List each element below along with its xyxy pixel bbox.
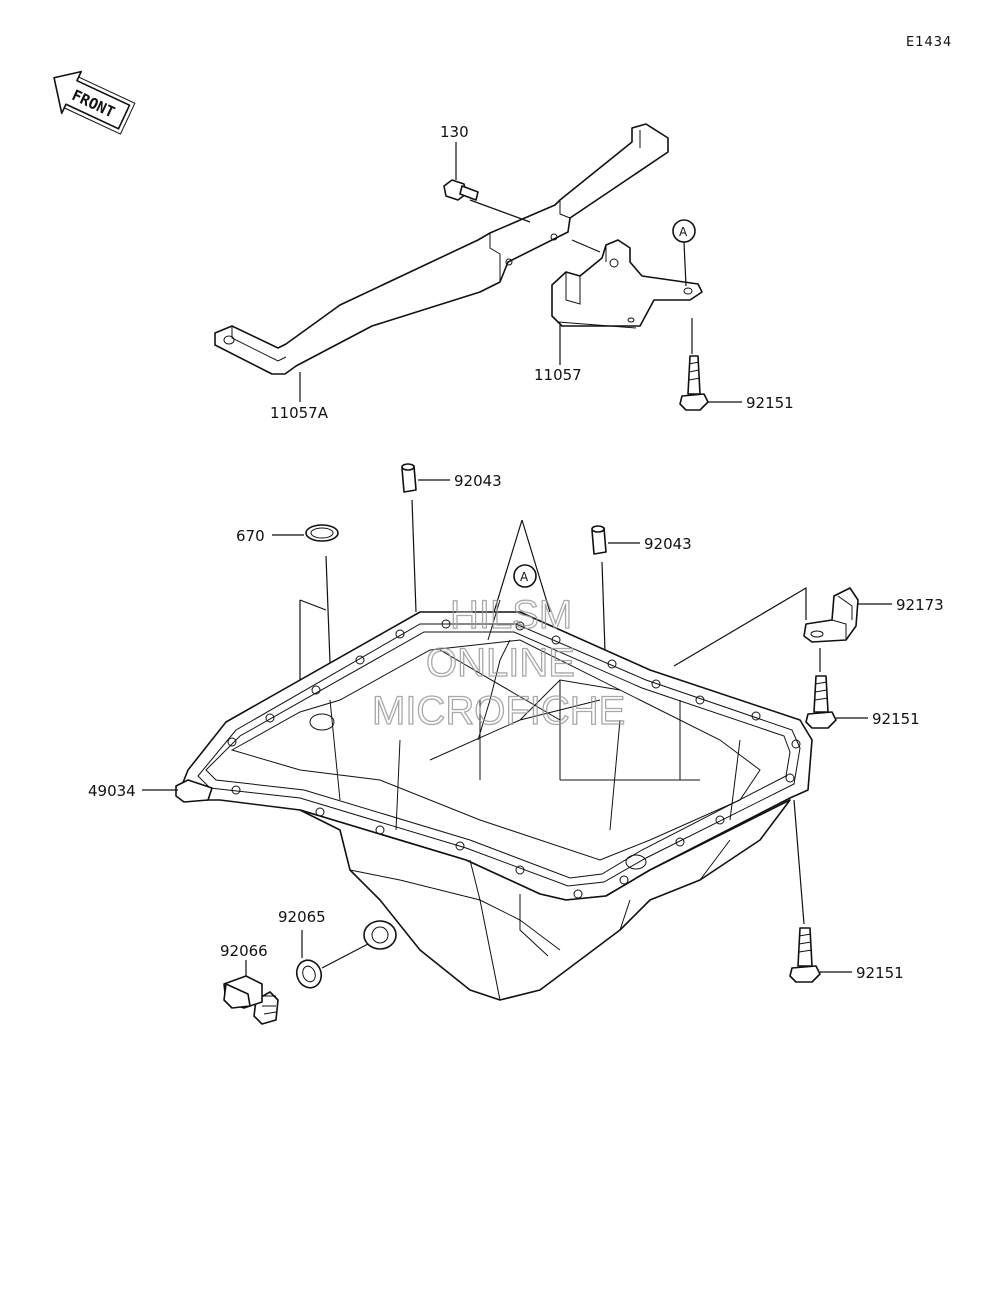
- callout-a-upper: A: [672, 219, 696, 287]
- clip-92173: [803, 587, 859, 643]
- drain-plug-92066: [223, 975, 279, 1025]
- callout-a-lower: A: [493, 519, 551, 613]
- watermark-line-1: HILSM: [450, 593, 572, 637]
- reference-code: E1434: [906, 35, 952, 50]
- watermark-line-2: ONLINE: [426, 641, 575, 685]
- label-670: 670: [236, 527, 265, 545]
- label-92151-top: 92151: [746, 394, 794, 412]
- label-92065: 92065: [278, 908, 326, 926]
- label-92043-left: 92043: [454, 472, 502, 490]
- label-92173: 92173: [896, 596, 944, 614]
- dowel-92043-left: [401, 463, 417, 493]
- label-92151-mid: 92151: [872, 710, 920, 728]
- bolt-92151-mid: [805, 675, 837, 729]
- label-49034: 49034: [88, 782, 136, 800]
- callout-a-upper-text: A: [679, 225, 688, 239]
- label-92066: 92066: [220, 942, 268, 960]
- bolt-130: [443, 179, 479, 201]
- dowel-92043-right: [591, 525, 607, 555]
- label-130: 130: [440, 123, 469, 141]
- bracket-11057a: [214, 123, 669, 375]
- label-92043-right: 92043: [644, 535, 692, 553]
- label-92151-bottom: 92151: [856, 964, 904, 982]
- label-11057: 11057: [534, 366, 582, 384]
- bolt-92151-top: [679, 355, 709, 411]
- o-ring-670: [305, 524, 339, 542]
- front-arrow-icon: FRONT: [53, 70, 136, 135]
- label-11057a: 11057A: [270, 404, 329, 422]
- oil-pan-49034: [175, 599, 813, 1001]
- callout-a-lower-text: A: [520, 570, 529, 584]
- washer-92065: [295, 959, 323, 989]
- watermark: HILSM ONLINE MICROFICHE: [371, 592, 626, 733]
- bracket-11057: [551, 239, 703, 329]
- bolt-92151-bottom: [789, 927, 821, 983]
- watermark-line-3: MICROFICHE: [372, 689, 625, 733]
